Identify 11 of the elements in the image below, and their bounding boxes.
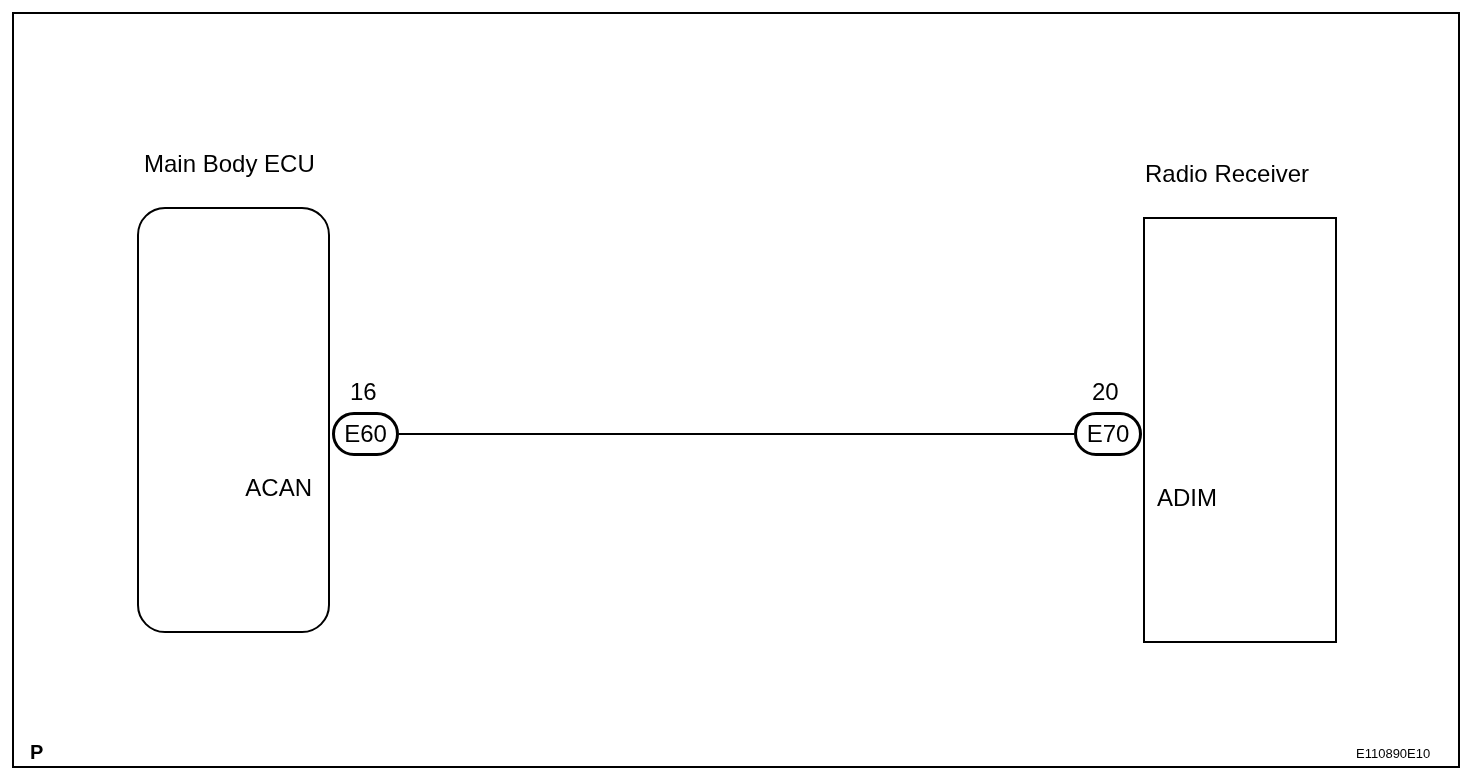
pin-number: 20	[1092, 378, 1119, 406]
pin-number: 16	[350, 378, 377, 406]
wire	[398, 433, 1075, 435]
terminal-name: ACAN	[245, 474, 312, 502]
connector-pill: E60	[332, 412, 399, 456]
page-marker: P	[30, 740, 44, 765]
component-name: Radio Receiver	[1145, 160, 1310, 188]
connector-pill: E70	[1074, 412, 1142, 456]
figure-code: E110890E10	[1356, 745, 1431, 763]
terminal-name: ADIM	[1157, 484, 1217, 512]
component-name: Main Body ECU	[144, 150, 315, 178]
